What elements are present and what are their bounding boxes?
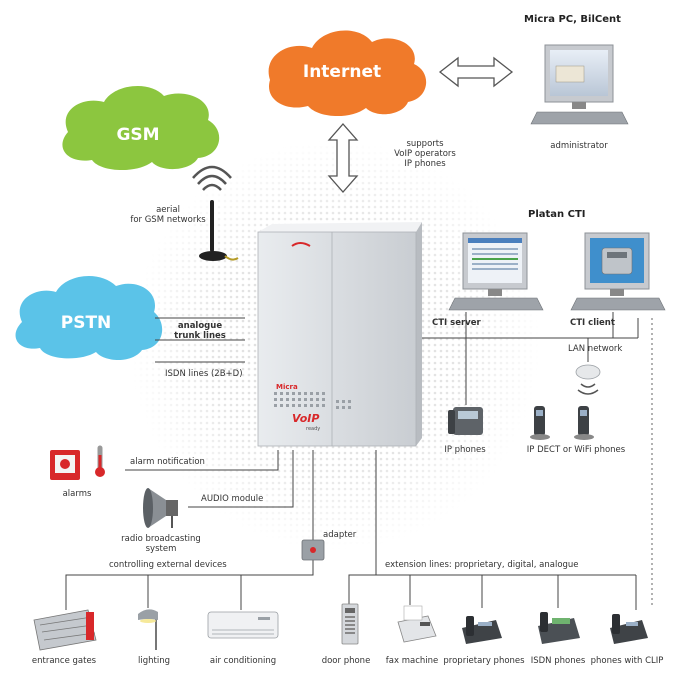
supports-label-3: IP phones (404, 159, 446, 169)
aerial-label-2: for GSM networks (130, 215, 206, 225)
isdn-phone-icon (538, 612, 580, 644)
micra-pc-title: Micra PC, BilCent (524, 14, 621, 25)
aerial-label-1: aerial (156, 205, 180, 215)
door-phone-label: door phone (321, 656, 371, 666)
entrance-gates-label: entrance gates (31, 656, 97, 666)
admin-computer-icon (530, 44, 629, 125)
audio-module-label: AUDIO module (201, 494, 264, 504)
pbx-logo-brand: Micra (276, 383, 298, 391)
ip-phones-label: IP phones (444, 445, 486, 455)
ip-phone-icon (448, 407, 483, 435)
alarm-notification-label: alarm notification (130, 457, 205, 467)
pbx-unit: Micra VoIP ready (257, 222, 422, 447)
supports-label-2: VoIP operators (394, 149, 456, 159)
thermometer-icon (95, 445, 105, 477)
gsm-cloud: GSM (62, 85, 220, 171)
connection-lines (65, 312, 639, 610)
air-conditioning-label: air conditioning (209, 656, 277, 666)
alarm-button-icon (50, 450, 80, 480)
radio-label-1: radio broadcasting (121, 534, 201, 544)
loudspeaker-icon (143, 488, 178, 528)
cti-client-label: CTI client (570, 318, 615, 328)
door-phone-icon (341, 603, 359, 645)
wifi-access-point-icon (575, 364, 601, 395)
lan-network-label: LAN network (568, 344, 623, 354)
clip-phone-icon (610, 614, 648, 644)
dect-phone-icon (530, 406, 594, 440)
fax-machine-label: fax machine (385, 656, 439, 666)
pstn-cloud-label: PSTN (61, 313, 112, 333)
fax-machine-icon (397, 605, 437, 643)
proprietary-phone-icon (462, 616, 502, 644)
street-lamp-icon (138, 609, 158, 650)
air-conditioner-icon (207, 611, 279, 639)
alarms-label: alarms (62, 489, 92, 499)
controlling-devices-label: controlling external devices (109, 560, 227, 570)
pstn-cloud: PSTN (15, 275, 163, 360)
pbx-logo-sub: ready (306, 426, 320, 432)
gsm-cloud-label: GSM (116, 125, 159, 145)
isdn-lines-label: ISDN lines (2B+D) (165, 369, 243, 379)
analogue-label-1: analogue (177, 321, 223, 331)
extension-lines-label: extension lines: proprietary, digital, a… (385, 560, 579, 570)
analogue-label-2: trunk lines (174, 331, 226, 341)
administrator-label: administrator (550, 141, 608, 151)
cti-server-label: CTI server (432, 318, 481, 328)
supports-label-1: supports (406, 139, 444, 149)
internet-pc-arrow (438, 56, 514, 88)
pbx-vents (274, 392, 351, 409)
entrance-gate-icon (33, 609, 97, 651)
adapter-icon (301, 539, 325, 561)
isdn-phones-label: ISDN phones (530, 656, 586, 666)
internet-cloud: Internet (268, 30, 427, 117)
radio-label-2: system (145, 544, 177, 554)
ip-dect-label: IP DECT or WiFi phones (526, 445, 626, 455)
proprietary-phones-label: proprietary phones (443, 656, 525, 666)
gsm-aerial-icon (192, 165, 239, 261)
adapter-label: adapter (323, 530, 357, 540)
phones-with-clip-label: phones with CLIP (590, 656, 664, 666)
cti-server-computer-icon (448, 232, 544, 311)
internet-cloud-label: Internet (303, 62, 381, 82)
cti-client-computer-icon (570, 232, 666, 311)
pbx-logo-model: VoIP (292, 412, 319, 425)
lighting-label: lighting (138, 656, 170, 666)
internet-pbx-arrow (327, 123, 359, 193)
platan-cti-title: Platan CTI (528, 209, 586, 220)
